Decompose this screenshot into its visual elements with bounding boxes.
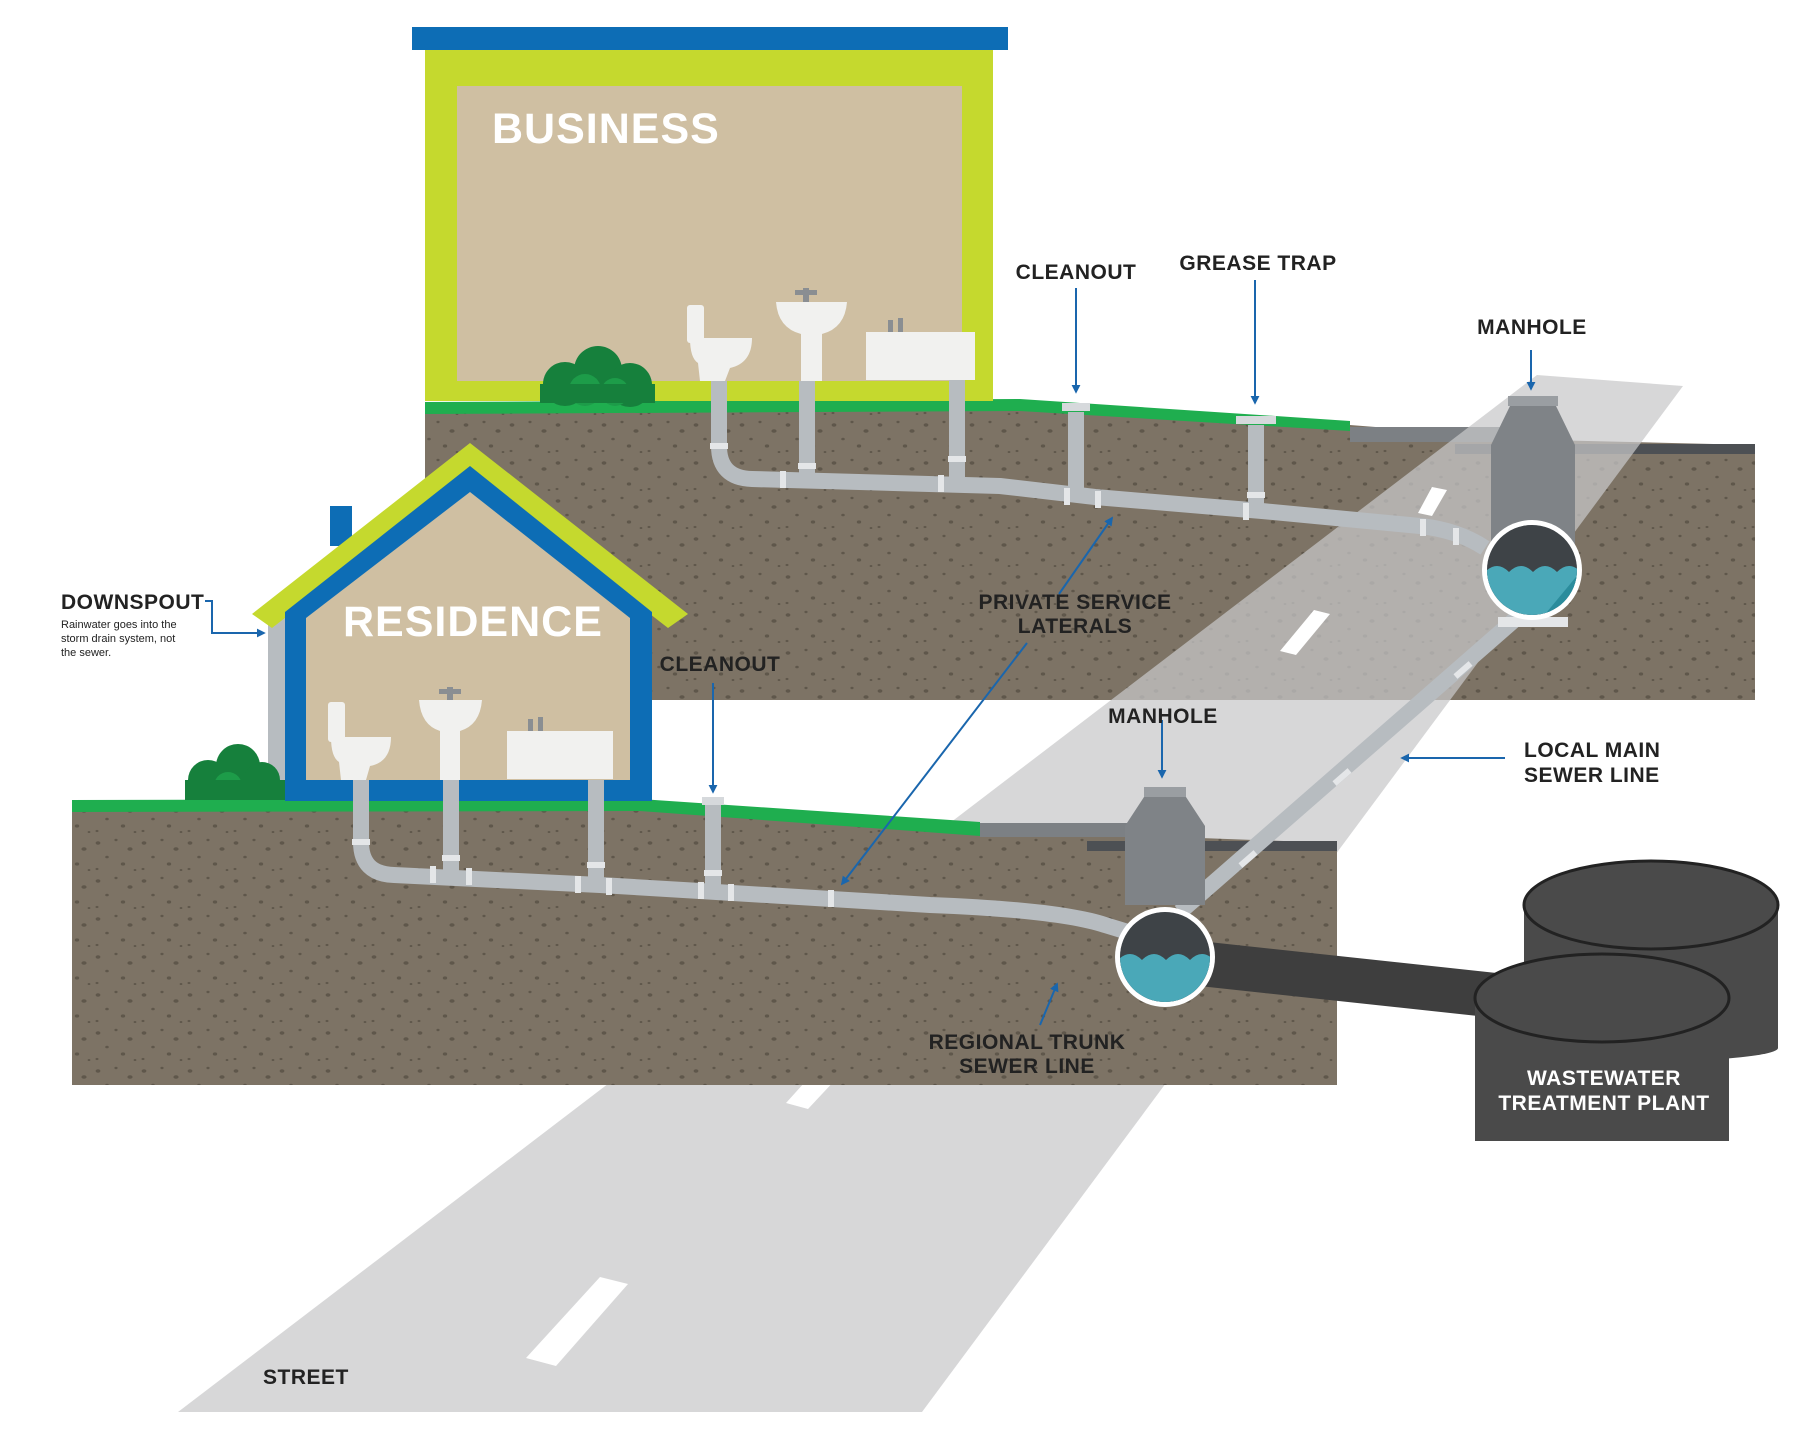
wastewater-plant-label-line-1: WASTEWATER xyxy=(1527,1067,1681,1090)
residence-private-lateral xyxy=(353,780,1131,940)
business-cleanout-cap xyxy=(1062,403,1276,424)
toilet-icon xyxy=(687,305,752,381)
cleanout-top-label: CLEANOUT xyxy=(1016,261,1137,284)
toilet-icon xyxy=(328,702,391,780)
local-main-label-line-1: LOCAL MAIN xyxy=(1524,739,1660,762)
cleanout-bottom-label: CLEANOUT xyxy=(660,653,781,676)
business-label: BUSINESS xyxy=(492,105,720,153)
grease-trap-label: GREASE TRAP xyxy=(1179,252,1336,275)
bush-icon xyxy=(185,744,285,800)
business-building: BUSINESS xyxy=(412,27,1008,407)
wastewater-treatment-plant xyxy=(1190,859,1780,1141)
regional-trunk-label-line-1: REGIONAL TRUNK xyxy=(929,1031,1126,1054)
downspout-note-line-2: storm drain system, not xyxy=(61,633,175,645)
upper-manhole xyxy=(1482,396,1582,627)
pipe-joints xyxy=(352,839,834,907)
downspout-note-line-1: Rainwater goes into the xyxy=(61,619,177,631)
local-main-label-line-2: SEWER LINE xyxy=(1524,764,1660,787)
tub-icon xyxy=(507,717,613,779)
wastewater-plant-label-line-2: TREATMENT PLANT xyxy=(1498,1092,1709,1115)
diagram-labels: CLEANOUT GREASE TRAP MANHOLE DOWNSPOUT R… xyxy=(61,252,1709,1389)
manhole-top-label: MANHOLE xyxy=(1477,316,1587,339)
regional-trunk-label-line-2: SEWER LINE xyxy=(959,1055,1095,1078)
pipe-joints xyxy=(710,443,1459,545)
manhole-bottom-label: MANHOLE xyxy=(1108,705,1218,728)
private-laterals-label-line-1: PRIVATE SERVICE xyxy=(978,591,1171,614)
private-laterals-label-line-2: LATERALS xyxy=(1018,615,1132,638)
lower-manhole xyxy=(1115,787,1215,1007)
sink-icon xyxy=(419,687,482,780)
residence-cleanout-cap xyxy=(702,797,724,805)
downspout-note-line-3: the sewer. xyxy=(61,647,111,659)
bush-icon xyxy=(540,346,655,407)
downspout-label: DOWNSPOUT xyxy=(61,591,204,614)
residence-label: RESIDENCE xyxy=(343,598,603,646)
tub-icon xyxy=(866,318,975,380)
street-label: STREET xyxy=(263,1366,349,1389)
local-main-sewer-line xyxy=(1174,608,1526,919)
sink-icon xyxy=(776,288,847,381)
callout-arrows xyxy=(205,280,1536,1026)
residence-building: RESIDENCE xyxy=(185,443,688,801)
